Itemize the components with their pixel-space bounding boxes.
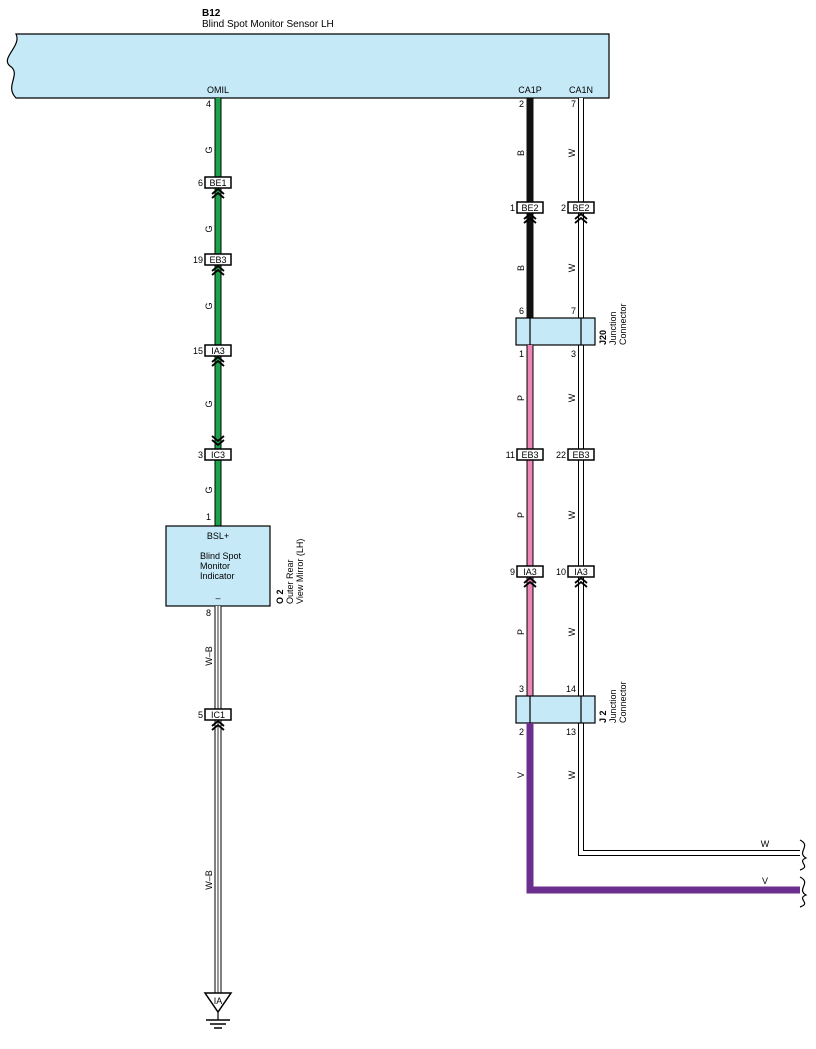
wire-color-g: G [204, 225, 214, 232]
continuation-break-icon [799, 839, 808, 871]
ground-icon [203, 992, 233, 1029]
pin-j20-top-w: 7 [571, 306, 576, 316]
wire-color-wb: W–B [204, 646, 214, 666]
pin-name-omil: OMIL [207, 85, 229, 95]
connector-be2-b-label: BE2 [521, 203, 538, 213]
wire-w [578, 98, 800, 856]
pin-j2-bot-v: 2 [519, 727, 524, 737]
connector-ic1-label: IC1 [211, 710, 225, 720]
junction-j20-line: Connector [618, 303, 628, 345]
connector-ic1: IC1 [204, 708, 232, 731]
junction-j2-line: Connector [618, 681, 628, 723]
wire-color-wb: W–B [204, 870, 214, 890]
connector-ia3-p: IA3 [516, 565, 544, 588]
pin-name-ca1p: CA1P [518, 85, 542, 95]
pin-j2-top-w: 14 [566, 684, 576, 694]
connector-be2-w: BE2 [567, 201, 595, 224]
junction-j2 [515, 695, 596, 724]
wire-color-g: G [204, 146, 214, 153]
wire-color-g: G [204, 302, 214, 309]
wire-v [526, 723, 800, 894]
pin-ia3-w-number: 10 [556, 567, 566, 577]
junction-j2-code: J 2 [598, 710, 608, 723]
b12-name: Blind Spot Monitor Sensor LH [202, 19, 334, 30]
continuation-break-icon [799, 876, 808, 908]
wire-color-p: P [516, 395, 526, 401]
wire-color-b: B [516, 150, 526, 156]
pin-eb3-left-number: 19 [193, 255, 203, 265]
wire-color-w: W [567, 627, 577, 636]
indicator-title-line: Blind Spot [200, 551, 242, 561]
pin-j2-top-p: 3 [519, 684, 524, 694]
indicator-pin-plus: BSL+ [207, 531, 229, 541]
b12-sensor-body [6, 33, 610, 99]
indicator-location-line: Outer Rear [285, 559, 295, 604]
pin-j20-bot-w: 3 [571, 349, 576, 359]
wire-color-p: P [516, 629, 526, 635]
connector-ia3-left-label: IA3 [211, 346, 225, 356]
ground-label: IA [214, 996, 223, 1006]
pin-ca1p-number: 2 [519, 99, 524, 109]
indicator-body [165, 525, 271, 607]
pin-eb3-p-number: 11 [506, 450, 515, 460]
connector-ia3-w: IA3 [567, 565, 595, 588]
pin-eb3-w-number: 22 [556, 450, 566, 460]
connector-be2-w-label: BE2 [572, 203, 589, 213]
wire-color-w: W [567, 148, 577, 157]
connector-ic3-label: IC3 [211, 450, 225, 460]
wire-color-w: W [567, 770, 577, 779]
pin-be1-number: 6 [198, 178, 203, 188]
continuation-label-w: W [761, 839, 770, 849]
pin-ia3-left-number: 15 [193, 346, 203, 356]
connector-eb3-left-label: EB3 [209, 255, 226, 265]
connector-ia3-w-label: IA3 [574, 567, 588, 577]
indicator-location-line: View Mirror (LH) [295, 539, 305, 604]
pin-ia3-p-number: 9 [510, 567, 515, 577]
connector-be1-label: BE1 [209, 178, 226, 188]
pin-ic1-number: 5 [198, 710, 203, 720]
indicator-title-line: Indicator [200, 571, 235, 581]
wire-color-w: W [567, 263, 577, 272]
junction-j2-line: Junction [608, 689, 618, 723]
connector-be2-b: BE2 [516, 201, 544, 224]
pin-name-ca1n: CA1N [569, 85, 593, 95]
wire-color-g: G [204, 486, 214, 493]
b12-code: B12 [202, 8, 221, 19]
connector-eb3-left: EB3 [204, 253, 232, 276]
junction-j20-code: J20 [598, 330, 608, 345]
pin-j20-bot-p: 1 [519, 349, 524, 359]
pin-j2-bot-w: 13 [566, 727, 576, 737]
wire-color-g: G [204, 400, 214, 407]
indicator-title-line: Monitor [200, 561, 230, 571]
junction-j20 [515, 317, 596, 346]
wire-color-v: V [516, 772, 526, 778]
connector-be1: BE1 [204, 176, 232, 199]
pin-bsl-number: 1 [206, 512, 211, 522]
wire-color-p: P [516, 512, 526, 518]
connector-eb3-p: EB3 [516, 448, 544, 461]
connector-ic3: IC3 [204, 435, 232, 461]
pin-ca1n-number: 7 [571, 99, 576, 109]
pin-minus-number: 8 [206, 608, 211, 618]
connector-eb3-p-label: EB3 [521, 450, 538, 460]
connector-eb3-w-label: EB3 [572, 450, 589, 460]
pin-be2-w-number: 2 [561, 203, 566, 213]
pin-omil-number: 4 [206, 99, 211, 109]
connector-eb3-w: EB3 [567, 448, 595, 461]
continuation-label-v: V [762, 876, 768, 886]
indicator-pin-minus: – [215, 593, 220, 603]
connector-ia3-left: IA3 [204, 344, 232, 367]
pin-be2-b-number: 1 [510, 203, 515, 213]
connector-ia3-p-label: IA3 [523, 567, 537, 577]
wire-color-b: B [516, 265, 526, 271]
wire-color-w: W [567, 393, 577, 402]
junction-j20-line: Junction [608, 311, 618, 345]
indicator-code: O 2 [275, 589, 285, 604]
wire-color-w: W [567, 510, 577, 519]
pin-j20-top-b: 6 [519, 306, 524, 316]
pin-ic3-number: 3 [198, 450, 203, 460]
